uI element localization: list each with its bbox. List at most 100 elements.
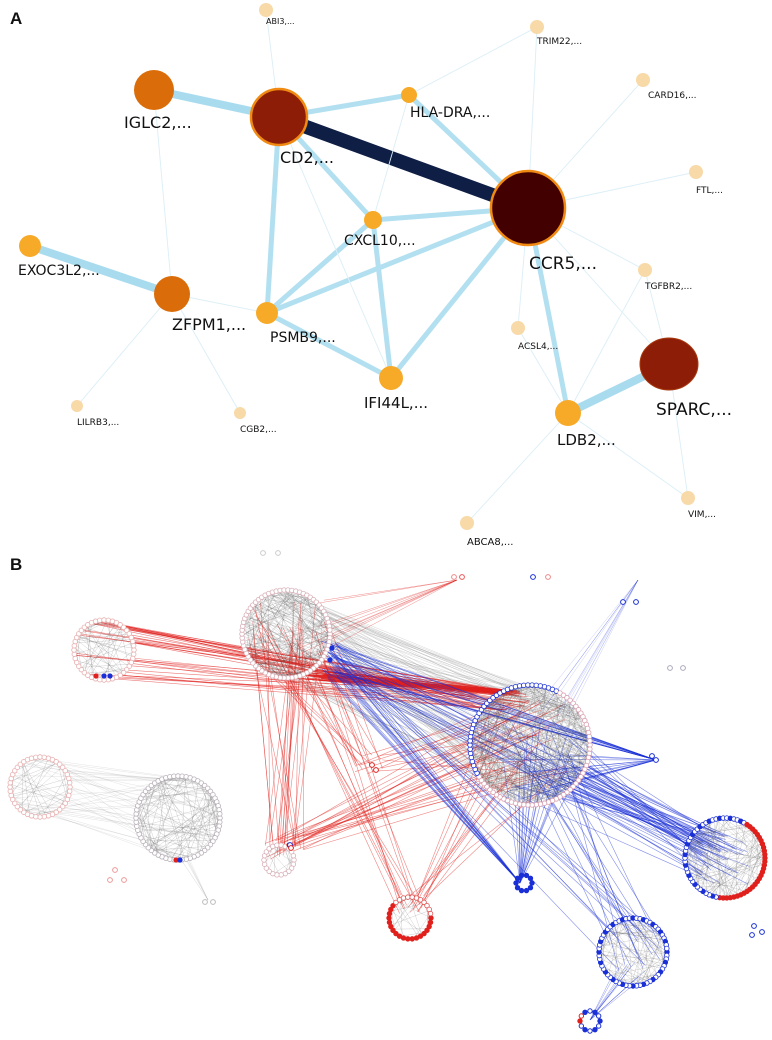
node-exoc3l2[interactable]: [19, 235, 41, 257]
cluster-edge: [180, 776, 186, 860]
cluster-edge: [518, 686, 523, 805]
node-cd2[interactable]: [249, 87, 309, 147]
cluster-edge: [320, 608, 323, 662]
node-cgb2[interactable]: [234, 407, 246, 419]
cluster-edge: [391, 897, 416, 929]
cluster-edge: [552, 689, 591, 749]
cluster-edge: [475, 719, 590, 756]
cluster-edge: [544, 772, 584, 804]
node-iglc2[interactable]: [134, 70, 174, 110]
b-edge: [303, 772, 557, 837]
cluster-edge: [630, 922, 651, 986]
cluster-edge: [301, 592, 306, 674]
cluster-c9[interactable]: [596, 915, 670, 989]
panel-b-edges: [11, 579, 750, 1021]
cluster-node: [405, 894, 411, 900]
cluster-edge: [503, 769, 585, 800]
b-edge: [287, 593, 478, 731]
cluster-edge: [691, 823, 747, 837]
b-edge: [121, 627, 512, 710]
label-exoc3l2: EXOC3L2,...: [18, 263, 100, 279]
cluster-edge: [57, 762, 68, 800]
cluster-edge: [601, 939, 666, 963]
node-ifi44l[interactable]: [379, 366, 403, 390]
node-card16[interactable]: [636, 73, 650, 87]
cluster-edge: [731, 818, 766, 860]
cluster-edge: [41, 774, 68, 818]
b-edge: [563, 788, 702, 844]
mini-ring-node: [577, 1018, 583, 1024]
cluster-edge: [13, 760, 55, 802]
node-psmb9[interactable]: [256, 302, 278, 324]
cluster-edge: [696, 818, 720, 887]
node-tgfbr2[interactable]: [638, 263, 652, 277]
node-hladra[interactable]: [401, 87, 417, 103]
cluster-edge: [746, 824, 766, 858]
cluster-edge: [475, 719, 581, 779]
b-edge: [546, 790, 702, 876]
node-cxcl10[interactable]: [364, 211, 382, 229]
cluster-node: [413, 935, 420, 941]
b-edge: [180, 859, 209, 901]
cluster-edge: [146, 846, 193, 858]
b-edge: [266, 668, 488, 780]
cluster-c8[interactable]: [682, 815, 768, 901]
cluster-edge: [640, 935, 663, 986]
node-vim[interactable]: [681, 491, 695, 505]
node-acsl4[interactable]: [511, 321, 525, 335]
panel-a-network: ABI3,...TRIM22,...CARD16,...IGLC2,...CD2…: [18, 3, 732, 548]
cluster-edge: [143, 780, 198, 795]
cluster-edge: [151, 846, 210, 851]
cluster-edge: [599, 934, 663, 947]
b-edge: [127, 634, 529, 704]
b-edge: [585, 772, 721, 853]
cluster-edge: [472, 725, 529, 806]
cluster-edge: [186, 794, 213, 860]
cluster-c4[interactable]: [7, 754, 73, 820]
b-edge: [275, 772, 522, 841]
cluster-c5[interactable]: [133, 773, 223, 863]
node-sparc[interactable]: [639, 337, 699, 391]
panel-a-letter: A: [10, 9, 22, 28]
cluster-edge: [548, 769, 585, 803]
cluster-edge: [137, 804, 146, 845]
node-ccr5[interactable]: [489, 169, 567, 247]
node-lilrb3[interactable]: [71, 400, 83, 412]
node-ftl[interactable]: [689, 165, 703, 179]
cluster-c3[interactable]: [467, 682, 593, 808]
cluster-edge: [138, 775, 177, 805]
cluster-edge: [713, 819, 722, 898]
b-edge: [580, 774, 712, 841]
cluster-edge: [478, 686, 517, 714]
cluster-edge: [470, 734, 535, 805]
small-node: [369, 762, 375, 768]
cluster-edge: [487, 736, 590, 788]
b-edge: [99, 621, 526, 695]
cluster-edge: [495, 695, 499, 796]
cluster-c2[interactable]: [239, 587, 335, 681]
cluster-c1[interactable]: [71, 617, 137, 683]
b-edge: [123, 669, 529, 698]
node-zfpm1[interactable]: [154, 276, 190, 312]
cluster-node: [405, 936, 411, 942]
node-ldb2[interactable]: [555, 400, 581, 426]
cluster-edge: [722, 817, 762, 843]
b-edge: [335, 665, 731, 876]
node-abi3[interactable]: [259, 3, 273, 17]
cluster-edge: [695, 830, 727, 899]
cluster-edge: [306, 595, 323, 659]
cluster-edge: [715, 848, 765, 898]
node-trim22[interactable]: [530, 20, 544, 34]
cluster-edge: [728, 841, 762, 898]
node-abca8[interactable]: [460, 516, 474, 530]
cluster-edge: [246, 592, 303, 615]
cluster-edge: [519, 759, 589, 805]
cluster-node: [664, 945, 670, 952]
b-edge: [519, 780, 576, 884]
cluster-edge: [470, 737, 521, 805]
cluster-edge: [481, 780, 561, 797]
label-tgfbr2: TGFBR2,...: [644, 282, 692, 292]
cluster-c7[interactable]: [386, 894, 434, 942]
b-edge: [280, 594, 570, 708]
cluster-edge: [281, 651, 327, 678]
